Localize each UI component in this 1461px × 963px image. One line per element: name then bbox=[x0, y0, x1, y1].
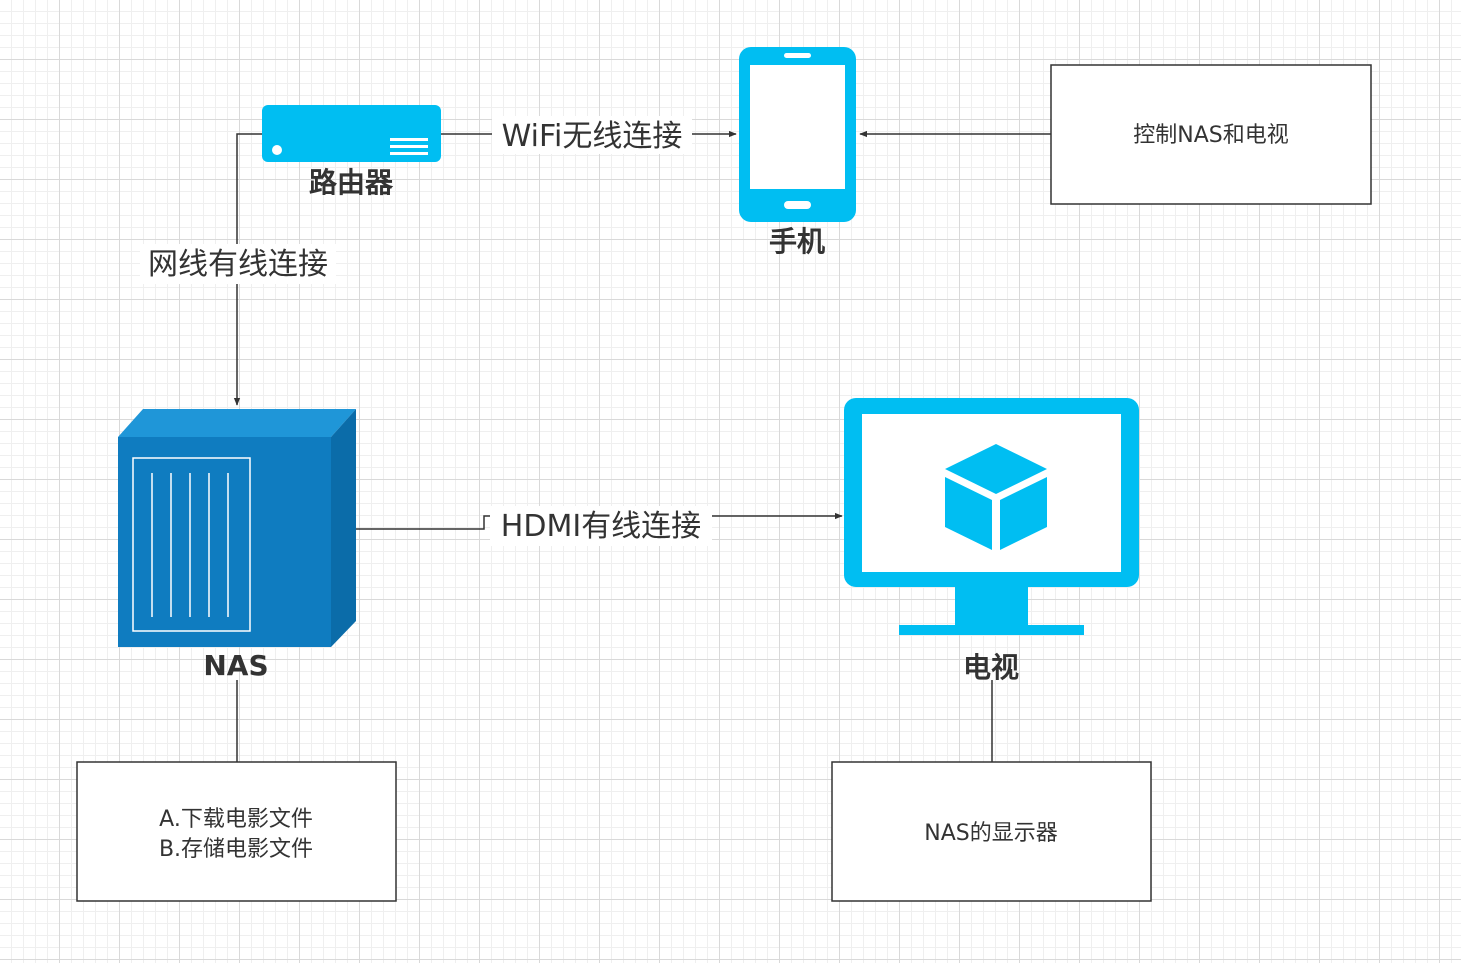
tv-label: 电视 bbox=[963, 651, 1019, 684]
wifi-label: WiFi无线连接 bbox=[502, 119, 683, 154]
mobile-phone-icon bbox=[739, 47, 856, 222]
nas-label: NAS bbox=[203, 649, 268, 682]
nas-server-icon bbox=[118, 409, 356, 647]
edge-label-hdmi: HDMI有线连接 bbox=[490, 506, 712, 546]
phone-node[interactable]: 手机 bbox=[739, 47, 856, 258]
router-node[interactable]: 路由器 bbox=[262, 105, 441, 199]
edge-label-ethernet: 网线有线连接 bbox=[140, 244, 336, 284]
phone-note-box[interactable]: 控制NAS和电视 bbox=[1050, 64, 1372, 205]
cube-icon bbox=[945, 444, 1047, 550]
nas-note-line1: A.下载电影文件 bbox=[159, 807, 313, 832]
ethernet-label: 网线有线连接 bbox=[148, 247, 328, 282]
nas-note-box[interactable]: A.下载电影文件 B.存储电影文件 bbox=[76, 761, 397, 902]
tv-note-text: NAS的显示器 bbox=[924, 821, 1057, 846]
nas-note-line2: B.存储电影文件 bbox=[159, 837, 313, 862]
monitor-icon bbox=[844, 398, 1139, 635]
nas-node[interactable]: NAS bbox=[118, 409, 356, 682]
router-label: 路由器 bbox=[309, 166, 394, 199]
tv-note-box[interactable]: NAS的显示器 bbox=[831, 761, 1152, 902]
router-icon bbox=[262, 105, 441, 162]
hdmi-label: HDMI有线连接 bbox=[501, 509, 701, 544]
edge-router-to-nas[interactable] bbox=[233, 133, 262, 406]
phone-note-text: 控制NAS和电视 bbox=[1133, 123, 1288, 148]
edge-label-wifi: WiFi无线连接 bbox=[492, 116, 692, 154]
phone-label: 手机 bbox=[769, 225, 825, 258]
tv-node[interactable]: 电视 bbox=[844, 398, 1139, 684]
